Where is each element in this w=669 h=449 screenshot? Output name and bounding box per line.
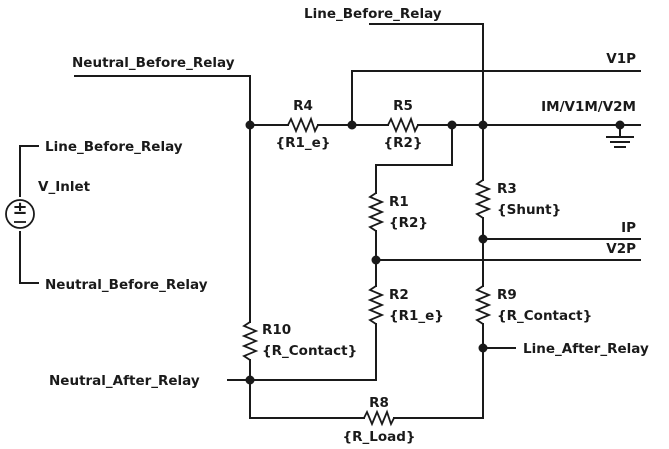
net-label-v2p: V2P (606, 241, 636, 257)
resistor-r3-symbol (474, 179, 492, 219)
r10-value-label: {R_Contact} (262, 343, 357, 359)
r1-name-label: R1 (389, 194, 409, 210)
junction-dot (615, 120, 625, 130)
net-label-ip: IP (621, 220, 636, 236)
r1-value-label: {R2} (389, 215, 428, 231)
net-label-line-before-relay-top: Line_Before_Relay (304, 6, 442, 22)
junction-dot (447, 120, 457, 130)
resistor-r5-symbol (387, 116, 419, 134)
net-label-line-before-relay-left: Line_Before_Relay (45, 139, 183, 155)
resistor-r1-symbol (367, 192, 385, 232)
net-label-neutral-before-relay-left: Neutral_Before_Relay (45, 277, 208, 293)
r5-value-label: {R2} (383, 135, 422, 151)
junction-dot (245, 120, 255, 130)
voltage-source-icon: ± (5, 198, 35, 229)
r8-value-label: {R_Load} (342, 429, 415, 445)
r8-name-label: R8 (369, 395, 389, 411)
net-label-v1p: V1P (606, 51, 636, 67)
net-label-neutral-after-relay: Neutral_After_Relay (49, 373, 200, 389)
r3-name-label: R3 (497, 181, 517, 197)
source-name-label: V_Inlet (38, 179, 91, 195)
junction-dot (478, 234, 488, 244)
r9-value-label: {R_Contact} (497, 308, 592, 324)
r2-value-label: {R1_e} (389, 308, 444, 324)
r9-name-label: R9 (497, 287, 517, 303)
r10-name-label: R10 (262, 322, 291, 338)
junction-dot (371, 255, 381, 265)
resistor-r9-symbol (474, 285, 492, 325)
r2-name-label: R2 (389, 287, 409, 303)
r5-name-label: R5 (393, 98, 413, 114)
junction-dot (478, 343, 488, 353)
junction-dot (478, 120, 488, 130)
resistor-r8-symbol (363, 409, 395, 427)
r3-value-label: {Shunt} (497, 202, 561, 218)
r4-name-label: R4 (293, 98, 313, 114)
net-label-neutral-before-relay-top: Neutral_Before_Relay (72, 55, 235, 71)
net-label-line-after-relay: Line_After_Relay (523, 341, 649, 357)
resistor-r10-symbol (241, 321, 259, 361)
r4-value-label: {R1_e} (276, 135, 331, 151)
junction-dot (245, 375, 255, 385)
junction-dots (245, 120, 625, 385)
junction-dot (347, 120, 357, 130)
resistor-r4-symbol (287, 116, 319, 134)
source-symbol: ± (12, 198, 27, 219)
net-label-im-v1m-v2m: IM/V1M/V2M (541, 99, 636, 115)
resistor-r2-symbol (367, 285, 385, 325)
